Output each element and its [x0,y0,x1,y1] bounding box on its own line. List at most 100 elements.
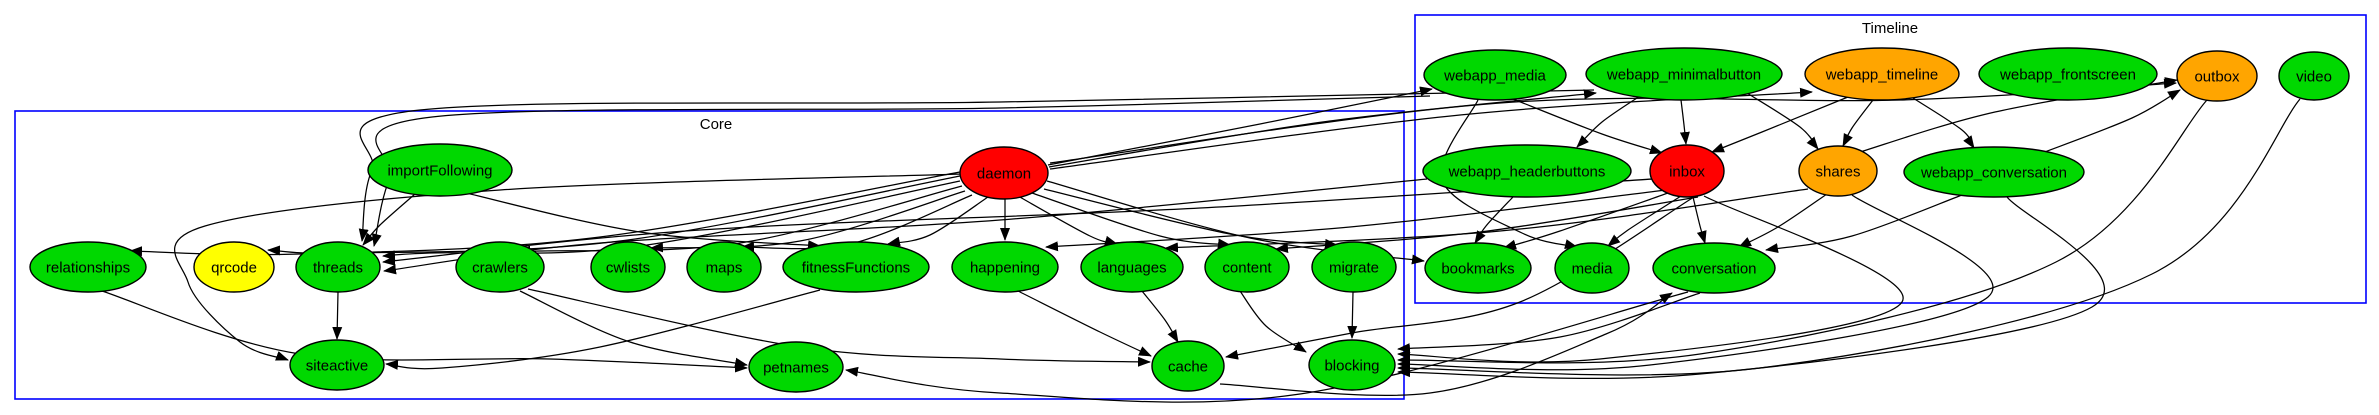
node-conversation-label: conversation [1671,261,1756,278]
node-webapp_minimalbutton-ellipse [1585,47,1783,101]
edge-threads-to-siteactive [332,291,343,340]
edge-daemon-to-cwlists [650,190,966,253]
edge-relationships-to-petnames [101,290,748,373]
node-webapp_headerbuttons-label: webapp_headerbuttons [1448,164,1606,181]
node-crawlers-label: crawlers [472,260,528,277]
edge-languages-to-cache [1141,290,1179,343]
edge-daemon-to-relationships [129,171,961,257]
edge-webapp_timeline-to-inbox [1711,96,1849,153]
node-crawlers: crawlers [455,241,545,293]
node-fitnessFunctions: fitnessFunctions [782,241,930,293]
node-petnames-label: petnames [763,360,829,377]
edge-video-to-blocking [1397,98,2301,376]
edge-daemon-to-content [1031,192,1231,249]
node-content-ellipse [1204,241,1290,293]
node-cache-ellipse [1151,340,1225,392]
edge-migrate-to-blocking [1347,291,1358,339]
node-webapp_timeline: webapp_timeline [1804,47,1960,101]
node-bookmarks-label: bookmarks [1441,261,1514,278]
node-video-ellipse [2278,51,2350,101]
node-threads-label: threads [313,260,363,277]
node-cwlists-label: cwlists [606,260,650,277]
node-webapp_media-label: webapp_media [1443,68,1546,85]
node-siteactive-label: siteactive [306,358,369,375]
node-bookmarks-ellipse [1424,242,1532,294]
edge-happening-to-cache [1017,290,1152,357]
node-cwlists: cwlists [590,241,666,293]
node-relationships: relationships [29,241,147,293]
edge-crawlers-to-cache [527,288,1151,367]
node-siteactive: siteactive [289,339,385,391]
edge-cache-to-conversation [1219,292,1673,397]
edge-conversation-to-blocking [1397,292,1701,354]
node-webapp_frontscreen-ellipse [1978,47,2158,101]
edge-shares-to-blocking [1397,194,1994,371]
node-webapp_frontscreen: webapp_frontscreen [1978,47,2158,101]
node-shares-ellipse [1798,145,1878,197]
node-layer: importFollowing daemon relationships qrcode… [29,47,2350,393]
node-maps: maps [686,241,762,293]
node-importFollowing-ellipse [367,143,513,197]
edge-inbox-to-conversation [1692,196,1707,244]
node-shares-label: shares [1815,164,1860,181]
node-webapp_minimalbutton: webapp_minimalbutton [1585,47,1783,101]
node-cache-label: cache [1168,359,1208,376]
node-qrcode-ellipse [193,241,275,293]
edge-inbox-to-content [1275,196,1699,253]
cluster-layer: Core Timeline [14,14,2367,400]
edge-importFollowing-to-fitnessFunctions [461,191,821,251]
cluster-timeline-label: Timeline [1862,20,1918,37]
edge-daemon-to-fitnessFunctions [887,196,989,247]
node-qrcode: qrcode [193,241,275,293]
node-webapp_media-ellipse [1423,49,1567,101]
node-languages: languages [1080,241,1184,293]
edge-inbox-to-blocking [1397,195,1904,363]
node-blocking-label: blocking [1324,358,1379,375]
node-cache: cache [1151,340,1225,392]
node-video-label: video [2296,69,2332,86]
node-webapp_headerbuttons-ellipse [1422,144,1632,198]
edge-daemon-to-webapp_minimalbutton [1048,89,1597,168]
node-shares: shares [1798,145,1878,197]
edge-webapp_media-to-threads [371,95,1431,247]
node-conversation: conversation [1652,242,1776,294]
node-maps-label: maps [706,260,743,277]
node-maps-ellipse [686,241,762,293]
node-qrcode-label: qrcode [211,260,257,277]
node-webapp_timeline-label: webapp_timeline [1825,67,1939,84]
node-media: media [1554,242,1630,294]
node-petnames: petnames [748,341,844,393]
cluster-core-label: Core [700,116,733,133]
node-inbox-label: inbox [1669,164,1705,181]
node-migrate: migrate [1311,241,1397,293]
node-webapp_timeline-ellipse [1804,47,1960,101]
node-blocking-ellipse [1308,339,1396,391]
edge-crawlers-to-petnames [519,290,748,368]
edge-daemon-to-siteactive [173,173,962,361]
node-crawlers-ellipse [455,241,545,293]
edge-inbox-to-media [1607,195,1682,247]
node-relationships-ellipse [29,241,147,293]
node-siteactive-ellipse [289,339,385,391]
edge-webapp_timeline-to-shares [1842,99,1874,147]
edge-webapp_conversation-to-outbox [2041,89,2181,154]
node-cwlists-ellipse [590,241,666,293]
node-happening-ellipse [951,241,1059,293]
edge-outbox-to-blocking [1397,99,2208,365]
node-migrate-ellipse [1311,241,1397,293]
node-inbox: inbox [1649,144,1725,198]
node-outbox: outbox [2176,50,2258,102]
node-bookmarks: bookmarks [1424,242,1532,294]
node-daemon-label: daemon [977,166,1031,183]
node-webapp_conversation: webapp_conversation [1903,146,2085,198]
node-webapp_frontscreen-label: webapp_frontscreen [1999,67,2136,84]
node-media-label: media [1572,261,1614,278]
edge-webapp_timeline-to-webapp_conversation [1912,97,1975,149]
node-importFollowing: importFollowing [367,143,513,197]
node-conversation-ellipse [1652,242,1776,294]
node-media-ellipse [1554,242,1630,294]
node-webapp_headerbuttons: webapp_headerbuttons [1422,144,1632,198]
edge-fitnessFunctions-to-siteactive [385,289,821,370]
